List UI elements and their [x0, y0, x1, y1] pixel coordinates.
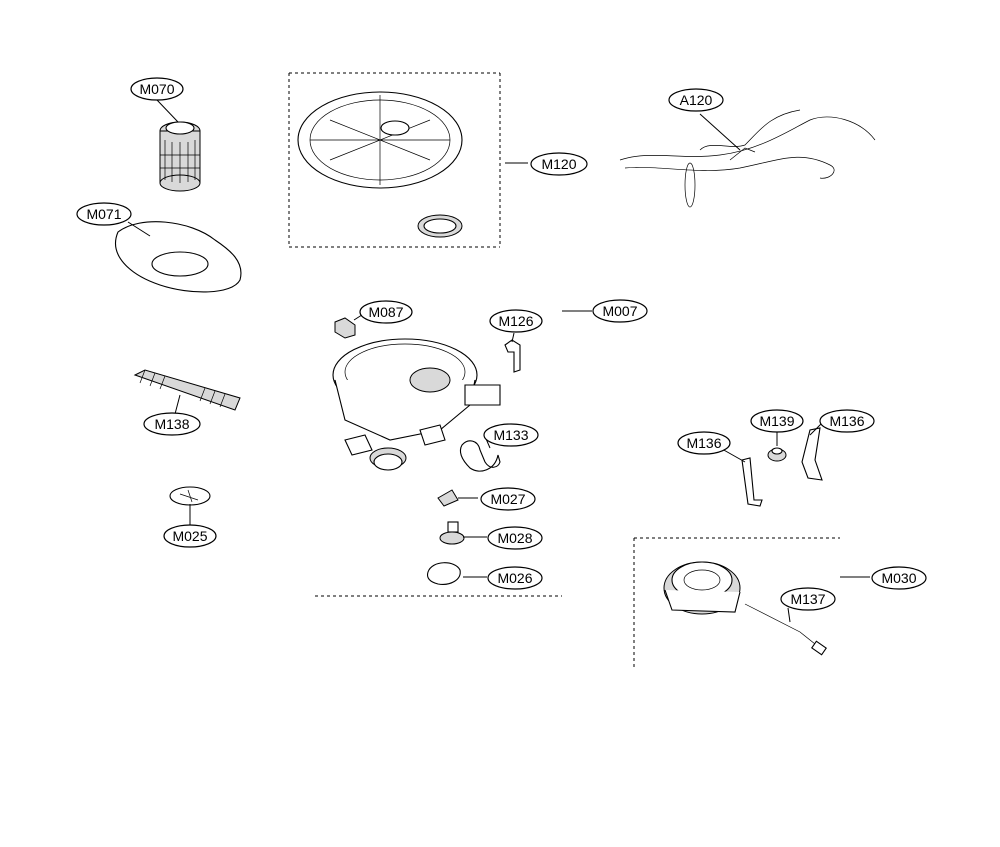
svg-text:M007: M007	[602, 303, 637, 319]
svg-text:A120: A120	[680, 92, 713, 108]
svg-text:M138: M138	[154, 416, 189, 432]
corrugated-hose-part	[133, 369, 241, 411]
svg-text:M027: M027	[490, 491, 525, 507]
svg-text:M137: M137	[790, 591, 825, 607]
bracket-left-part	[741, 457, 763, 507]
small-seal-part	[437, 489, 459, 507]
small-cap-part	[169, 486, 211, 506]
label-a120: A120	[668, 88, 724, 112]
label-m136-left: M136	[677, 431, 731, 455]
label-m071: M071	[76, 202, 132, 226]
spray-disc-part	[297, 91, 463, 238]
label-m026: M026	[487, 566, 543, 590]
cover-part	[426, 562, 461, 585]
svg-text:M028: M028	[497, 530, 532, 546]
filter-seal-plate-part	[115, 221, 242, 293]
motor-wire-part	[744, 603, 827, 656]
svg-text:M026: M026	[497, 570, 532, 586]
group-box-m030	[633, 537, 840, 668]
label-m139: M139	[750, 409, 804, 433]
svg-text:M030: M030	[881, 570, 916, 586]
label-m133: M133	[483, 423, 539, 447]
label-m126: M126	[489, 309, 543, 333]
label-m137: M137	[780, 587, 836, 611]
label-m120: M120	[530, 152, 588, 176]
label-m025: M025	[163, 524, 217, 548]
svg-text:M126: M126	[498, 313, 533, 329]
small-fitting-part	[334, 317, 356, 339]
label-m070: M070	[130, 77, 184, 101]
grommet-part	[767, 447, 787, 462]
svg-text:M120: M120	[541, 156, 576, 172]
svg-text:M070: M070	[139, 81, 174, 97]
sump-assembly-part	[332, 338, 501, 471]
label-m136-right: M136	[819, 409, 875, 433]
svg-text:M136: M136	[829, 413, 864, 429]
motor-part	[663, 561, 741, 615]
label-m007: M007	[592, 299, 648, 323]
label-m028: M028	[487, 526, 543, 550]
svg-text:M139: M139	[759, 413, 794, 429]
clip-part	[504, 339, 521, 373]
svg-text:M133: M133	[493, 427, 528, 443]
group-box-m120	[288, 72, 501, 248]
bracket-right-part	[801, 427, 823, 481]
svg-text:M025: M025	[172, 528, 207, 544]
sensor-part	[439, 521, 465, 545]
svg-text:M087: M087	[368, 304, 403, 320]
svg-text:M136: M136	[686, 435, 721, 451]
label-m027: M027	[480, 487, 536, 511]
filter-cylinder-part	[159, 121, 201, 192]
wire-harness-part	[619, 109, 876, 208]
leader-lines	[127, 99, 870, 623]
label-m138: M138	[143, 412, 201, 436]
label-m087: M087	[359, 300, 413, 324]
label-m030: M030	[871, 566, 927, 590]
elbow-hose-part	[459, 440, 501, 472]
svg-text:M071: M071	[86, 206, 121, 222]
